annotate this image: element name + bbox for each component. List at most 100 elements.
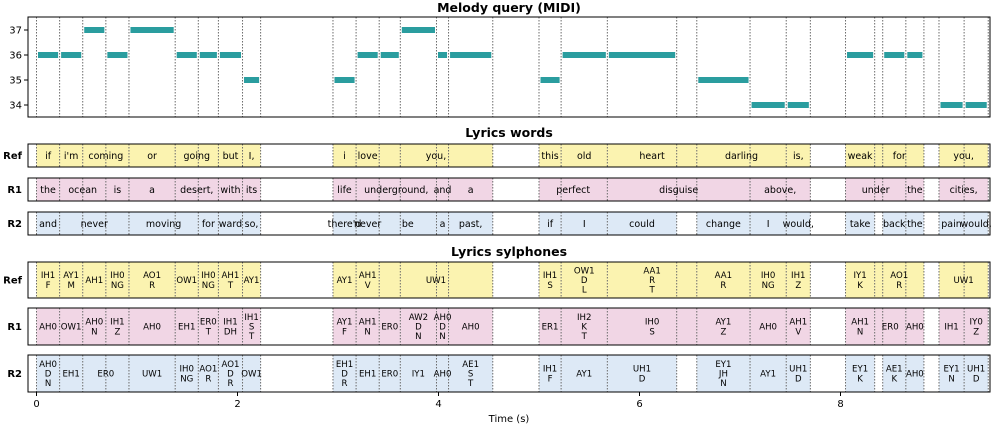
melody-note bbox=[562, 52, 606, 58]
word-segment bbox=[242, 144, 261, 167]
x-tick-label: 8 bbox=[837, 399, 843, 410]
row-label: R2 bbox=[7, 369, 22, 380]
sylphones-row-frame bbox=[27, 307, 991, 346]
word-label: with bbox=[220, 185, 240, 196]
word-label: past, bbox=[459, 219, 483, 230]
word-segment bbox=[938, 212, 965, 235]
sylphone-segment bbox=[561, 262, 608, 298]
melody-note bbox=[907, 52, 923, 58]
y-tick-label: 35 bbox=[9, 76, 22, 87]
word-segment bbox=[218, 212, 243, 235]
sylphone-segment bbox=[198, 355, 219, 392]
sylphone-label: EH1 bbox=[178, 323, 195, 333]
sylphone-segment bbox=[845, 355, 875, 392]
sylphone-segment bbox=[59, 262, 83, 298]
melody-note bbox=[176, 52, 197, 58]
sylphone-segment bbox=[218, 308, 243, 345]
word-segment bbox=[696, 212, 751, 235]
sylphone-segment bbox=[607, 355, 677, 392]
melody-note bbox=[199, 52, 217, 58]
sylphone-segment bbox=[332, 262, 357, 298]
word-label: ocean bbox=[68, 185, 97, 196]
word-label: old bbox=[577, 151, 591, 162]
word-label: pain bbox=[941, 219, 962, 230]
word-label: if bbox=[45, 151, 52, 162]
x-tick-label: 6 bbox=[636, 399, 642, 410]
x-axis-label: Time (s) bbox=[488, 414, 530, 425]
sylphone-label: AH0 bbox=[39, 323, 57, 333]
sylphone-segment bbox=[750, 355, 787, 392]
word-label: i'm bbox=[64, 151, 79, 162]
sylphone-segment bbox=[448, 308, 493, 345]
word-segment bbox=[561, 212, 608, 235]
word-segment bbox=[786, 144, 811, 167]
word-segment bbox=[128, 144, 176, 167]
word-segment bbox=[607, 144, 697, 167]
word-label: could bbox=[629, 219, 655, 230]
word-segment bbox=[874, 144, 924, 167]
word-segment bbox=[36, 212, 60, 235]
melody-note bbox=[401, 27, 435, 33]
sylphone-segment bbox=[436, 308, 449, 345]
y-tick-label: 36 bbox=[9, 51, 22, 62]
word-segment bbox=[379, 144, 493, 167]
sylphone-segment bbox=[128, 355, 176, 392]
word-label: disguise bbox=[659, 185, 698, 196]
sylphone-segment bbox=[448, 355, 493, 392]
word-label: for bbox=[202, 219, 215, 230]
sylphone-segment bbox=[82, 308, 106, 345]
sylphones-title: Lyrics sylphones bbox=[451, 244, 567, 259]
word-segment bbox=[59, 144, 83, 167]
word-label: heart bbox=[639, 151, 665, 162]
word-label: a bbox=[468, 185, 474, 196]
sylphone-segment bbox=[696, 308, 751, 345]
y-tick-label: 34 bbox=[9, 101, 22, 112]
words-row-frame bbox=[27, 177, 991, 202]
word-label: its bbox=[246, 185, 257, 196]
word-segment bbox=[607, 212, 677, 235]
melody-note bbox=[334, 77, 355, 83]
word-label: perfect bbox=[556, 185, 590, 196]
word-segment bbox=[356, 144, 380, 167]
word-segment bbox=[561, 144, 608, 167]
sylphone-label: AH0 bbox=[906, 323, 924, 333]
word-segment bbox=[332, 144, 357, 167]
word-segment bbox=[845, 178, 906, 201]
words-row-frame bbox=[27, 143, 991, 168]
melody-note bbox=[244, 77, 260, 83]
word-segment bbox=[59, 212, 129, 235]
word-label: change bbox=[706, 219, 741, 230]
word-label: love bbox=[358, 151, 378, 162]
sylphone-segment bbox=[356, 355, 380, 392]
word-segment bbox=[905, 212, 924, 235]
word-label: coming bbox=[88, 151, 123, 162]
word-segment bbox=[539, 178, 608, 201]
sylphone-label: AH1 bbox=[85, 276, 103, 286]
sylphone-label: AH0 bbox=[906, 370, 924, 380]
word-segment bbox=[845, 212, 875, 235]
word-segment bbox=[128, 212, 199, 235]
sylphone-segment bbox=[845, 262, 875, 298]
sylphone-label: AH0 bbox=[462, 323, 480, 333]
sylphone-segment bbox=[561, 355, 608, 392]
sylphone-segment bbox=[218, 355, 243, 392]
word-label: is bbox=[114, 185, 122, 196]
sylphone-segment bbox=[400, 355, 437, 392]
row-label: R1 bbox=[7, 185, 22, 196]
sylphone-segment bbox=[786, 262, 811, 298]
word-label: but bbox=[223, 151, 239, 162]
